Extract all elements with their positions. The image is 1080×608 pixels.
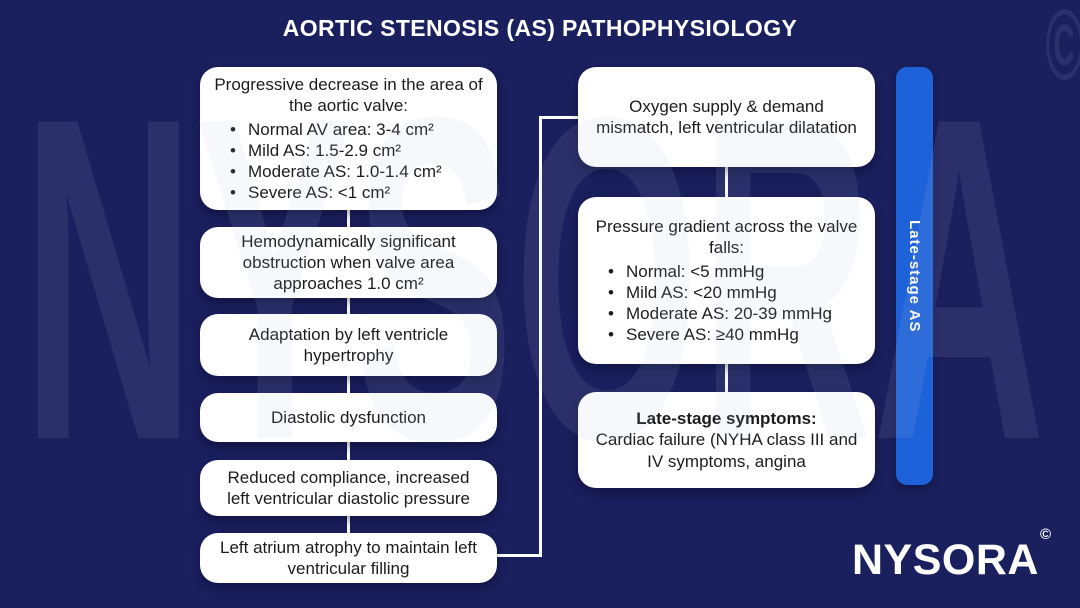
connector-elbow-line (539, 116, 581, 119)
box-text: Cardiac failure (NYHA class III and IV s… (595, 430, 858, 471)
flow-box-av-area-decrease: Progressive decrease in the area of the … (200, 67, 497, 210)
flow-box-late-stage-symptoms: Late-stage symptoms: Cardiac failure (NY… (578, 392, 875, 488)
flow-box-lv-hypertrophy: Adaptation by left ventricle hypertrophy (200, 314, 497, 376)
flow-box-oxygen-mismatch: Oxygen supply & demand mismatch, left ve… (578, 67, 875, 167)
flow-box-la-atrophy: Left atrium atrophy to maintain left ven… (200, 533, 497, 583)
bullet-item: Severe AS: <1 cm² (222, 182, 483, 203)
logo-text: NYSORA (852, 536, 1039, 584)
bullet-item: Moderate AS: 1.0-1.4 cm² (222, 161, 483, 182)
box-text: Left atrium atrophy to maintain left ven… (219, 537, 478, 578)
bullet-item: Mild AS: <20 mmHg (600, 282, 861, 303)
box-heading: Progressive decrease in the area of the … (214, 74, 483, 115)
bullet-item: Moderate AS: 20-39 mmHg (600, 303, 861, 324)
box-heading: Pressure gradient across the valve falls… (595, 216, 858, 257)
box-text: Oxygen supply & demand mismatch, left ve… (596, 96, 857, 137)
connector-line (347, 440, 350, 462)
bullet-item: Severe AS: ≥40 mmHg (600, 324, 861, 345)
bullet-item: Mild AS: 1.5-2.9 cm² (222, 140, 483, 161)
connector-line (347, 296, 350, 317)
connector-elbow-line (539, 116, 542, 557)
page-title: AORTIC STENOSIS (AS) PATHOPHYSIOLOGY (282, 15, 798, 41)
connector-elbow-line (490, 554, 542, 557)
bullet-list: Normal AV area: 3-4 cm² Mild AS: 1.5-2.9… (214, 119, 483, 203)
late-stage-as-label: Late-stage AS (906, 219, 923, 333)
box-text: Reduced compliance, increased left ventr… (227, 467, 470, 508)
flow-box-pressure-gradient: Pressure gradient across the valve falls… (578, 197, 875, 364)
flow-box-hemodynamic-obstruction: Hemodynamically significant obstruction … (200, 227, 497, 298)
bullet-list: Normal: <5 mmHg Mild AS: <20 mmHg Modera… (592, 261, 861, 345)
connector-line (347, 514, 350, 535)
bullet-item: Normal: <5 mmHg (600, 261, 861, 282)
connector-line (725, 165, 728, 199)
connector-line (725, 362, 728, 394)
nysora-logo: NYSORA© (852, 526, 1051, 585)
flow-box-reduced-compliance: Reduced compliance, increased left ventr… (200, 460, 497, 516)
flow-box-diastolic-dysfunction: Diastolic dysfunction (200, 393, 497, 442)
box-text: Diastolic dysfunction (271, 407, 426, 427)
connector-line (347, 374, 350, 395)
box-heading: Late-stage symptoms: (636, 409, 817, 429)
box-text: Hemodynamically significant obstruction … (241, 231, 456, 294)
connector-line (347, 208, 350, 230)
late-stage-as-bar: Late-stage AS (896, 67, 933, 485)
watermark-text: NYSORA (22, 23, 1046, 536)
bullet-item: Normal AV area: 3-4 cm² (222, 119, 483, 140)
copyright-icon: © (1039, 525, 1052, 543)
box-text: Adaptation by left ventricle hypertrophy (248, 324, 449, 365)
